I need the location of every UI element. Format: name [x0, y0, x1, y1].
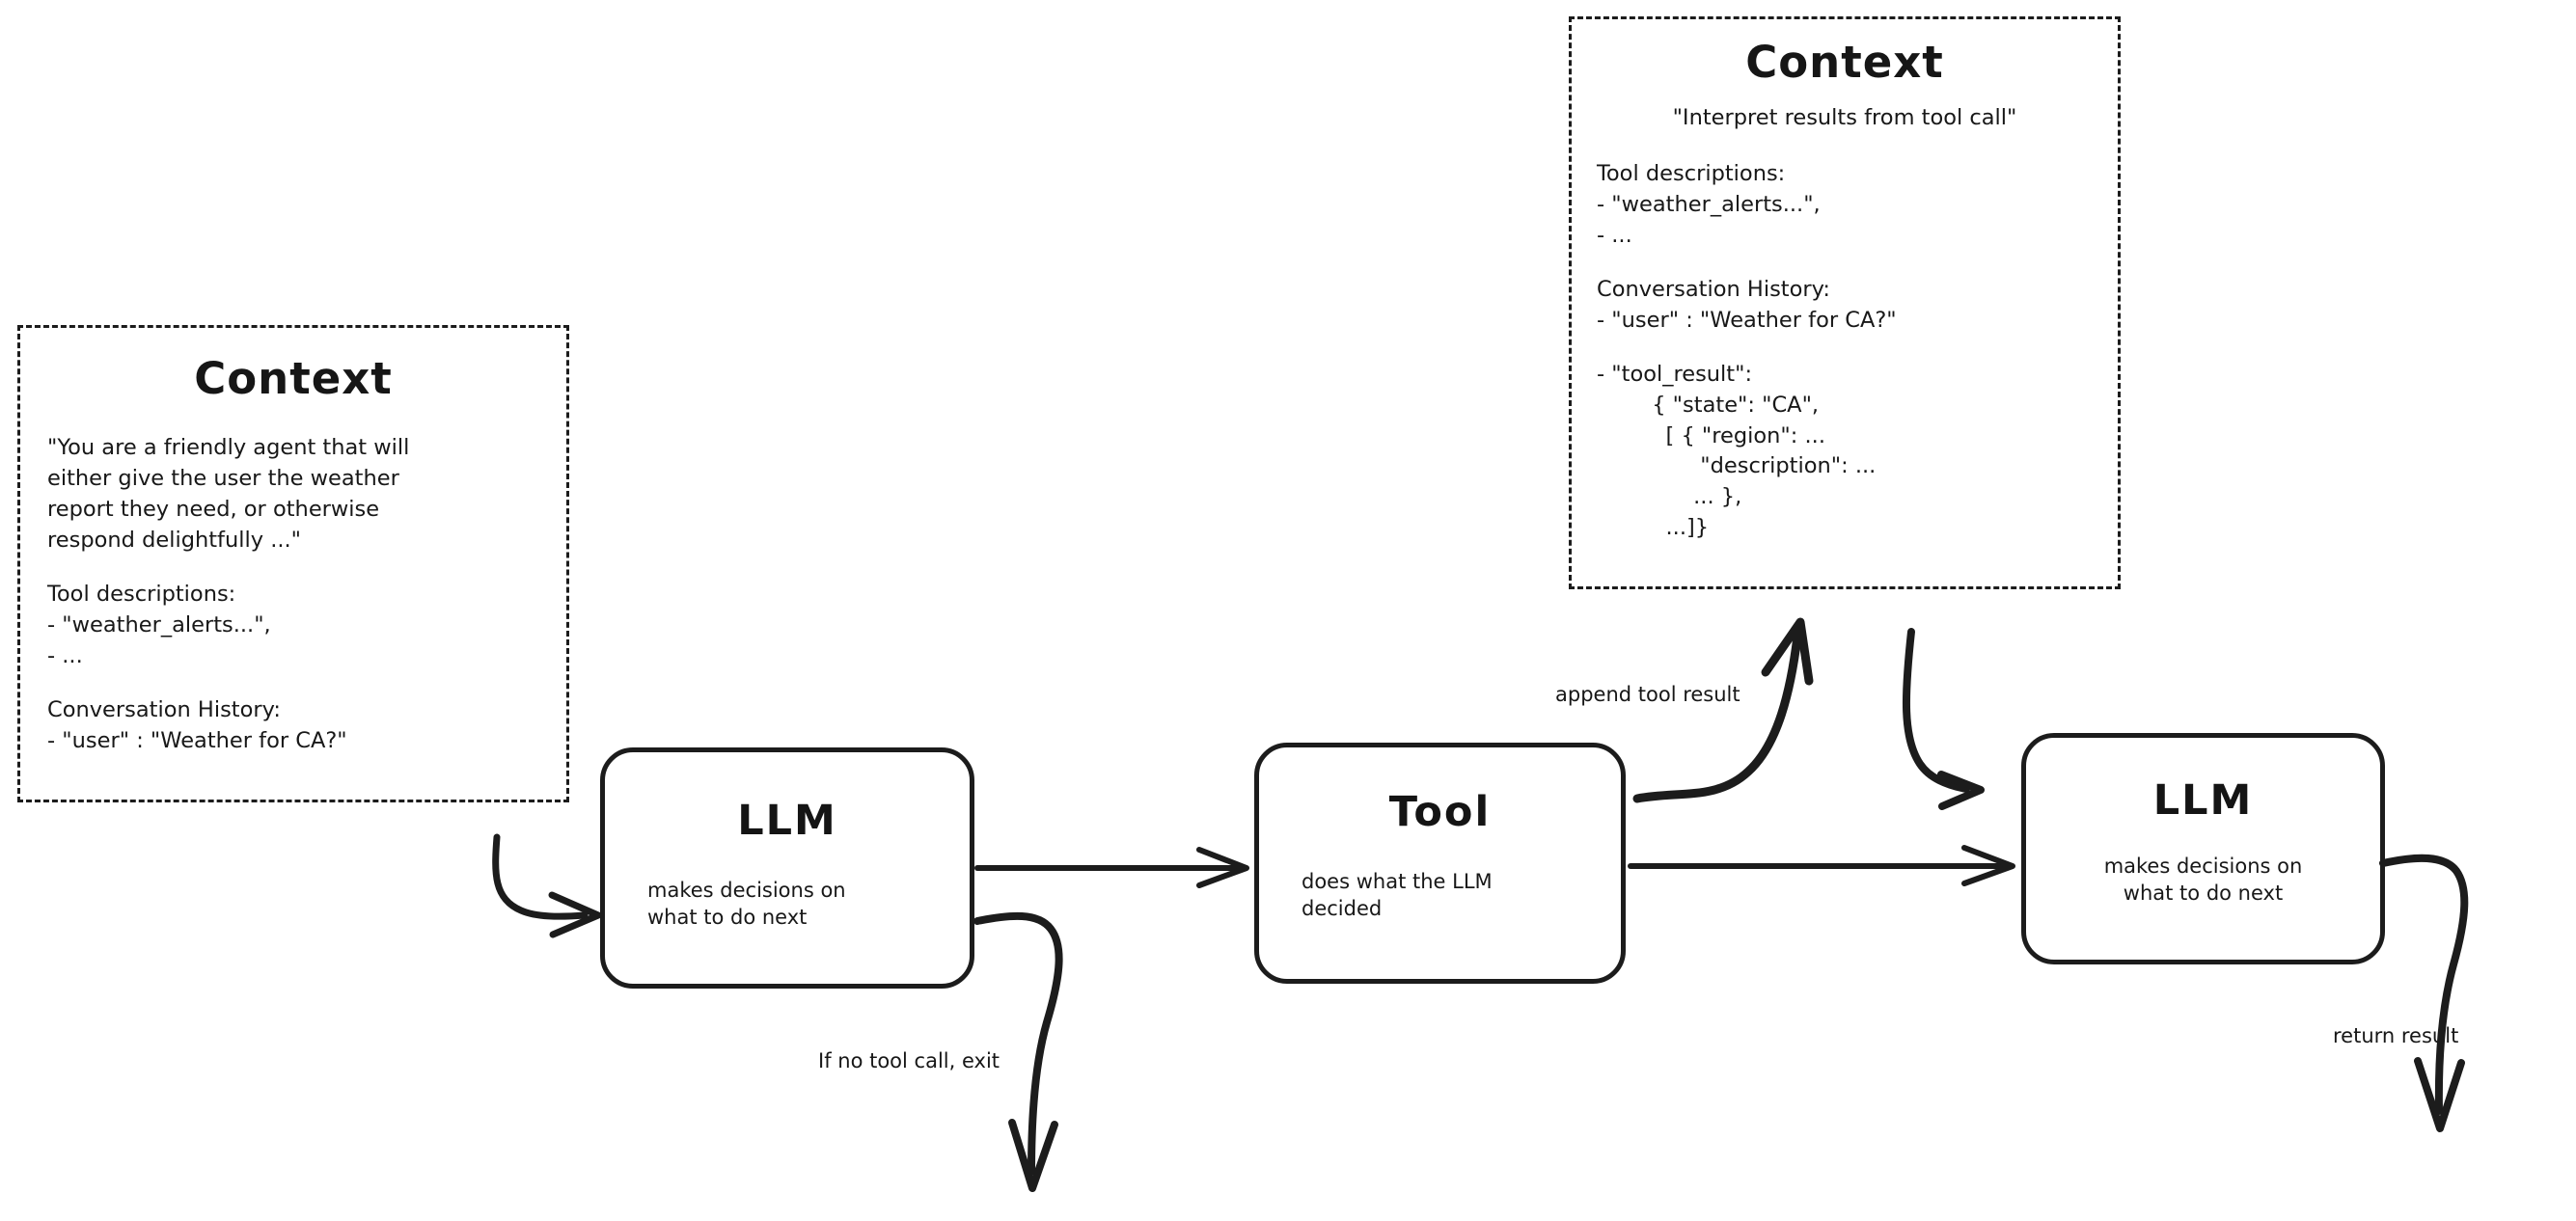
node-tool-title: Tool [1388, 788, 1492, 836]
node-tool[interactable]: Tool does what the LLM decided [1254, 743, 1626, 984]
context-left-system-prompt: "You are a friendly agent that will eith… [47, 435, 410, 553]
edge-label-return-result: return result [2333, 1024, 2459, 1047]
node-tool-subtitle: does what the LLM decided [1302, 870, 1493, 920]
node-llm-first-title: LLM [737, 797, 837, 845]
context-right-tool-result: - "tool_result": { "state": "CA", [ { "r… [1597, 361, 1877, 541]
arrow-context-right-to-llm2 [1902, 628, 1985, 810]
node-llm-first[interactable]: LLM makes decisions on what to do next [600, 747, 974, 989]
arrow-context-to-llm1 [492, 833, 602, 938]
node-llm-second-subtitle: makes decisions on what to do next [2103, 855, 2303, 905]
context-box-right: Context "Interpret results from tool cal… [1569, 16, 2121, 589]
context-box-left: Context "You are a friendly agent that w… [17, 325, 569, 802]
arrow-return-result [2379, 854, 2469, 1132]
arrow-tool-to-llm2 [1628, 845, 2015, 886]
context-right-tool-descriptions: Tool descriptions: - "weather_alerts..."… [1597, 160, 1821, 248]
arrow-append-tool-result [1632, 617, 1814, 803]
context-right-title: Context [1745, 37, 1944, 88]
context-left-title: Context [194, 353, 393, 404]
context-left-tool-descriptions: Tool descriptions: - "weather_alerts..."… [47, 581, 271, 668]
context-right-lead: "Interpret results from tool call" [1672, 105, 2017, 130]
edge-label-append-tool-result: append tool result [1555, 683, 1740, 706]
node-llm-second-title: LLM [2152, 776, 2254, 825]
context-right-body: "Interpret results from tool call" Tool … [1572, 103, 2118, 544]
context-left-body: "You are a friendly agent that will eith… [20, 433, 566, 756]
arrow-llm1-to-tool [974, 847, 1249, 888]
node-llm-second[interactable]: LLM makes decisions on what to do next [2021, 733, 2385, 964]
context-left-conversation-history: Conversation History: - "user" : "Weathe… [47, 696, 347, 753]
edge-label-if-no-tool-call-exit: If no tool call, exit [818, 1049, 1000, 1072]
context-right-conversation-history: Conversation History: - "user" : "Weathe… [1597, 276, 1897, 333]
node-llm-first-subtitle: makes decisions on what to do next [647, 879, 846, 929]
